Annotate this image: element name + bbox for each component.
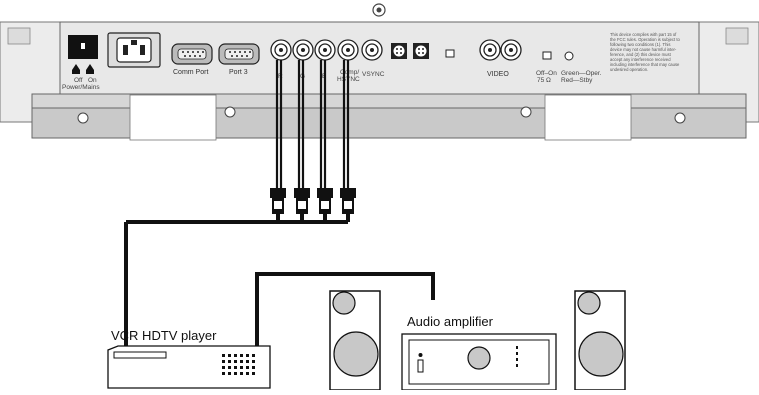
bnc-plug-g (294, 188, 310, 214)
termination-switch-label: Off–On (536, 70, 557, 77)
on-icon (86, 64, 94, 74)
video-in-connector[interactable] (479, 39, 501, 61)
bnc-plug-sync (340, 188, 356, 214)
termination-value-label: 75 Ω (537, 77, 551, 84)
headphone-jack-icon (417, 353, 424, 373)
fcc-line: ference, and (2) this device must (610, 52, 672, 57)
video-cable (124, 214, 350, 346)
power-switch[interactable] (68, 35, 98, 74)
fcc-notice: This device complies with part 15 of the… (610, 32, 680, 72)
comm-port-connector[interactable] (171, 43, 213, 65)
vcr-label: VCR HDTV player (111, 328, 217, 343)
fcc-line: the FCC rules. Operation is subject to (610, 37, 680, 42)
status-led-line2: Red—Stby (561, 77, 593, 84)
amplifier-indicators-icon (516, 346, 518, 367)
bnc-plug-r (270, 188, 286, 214)
fcc-line: following two conditions (1). This (610, 42, 670, 47)
svideo-out[interactable] (413, 43, 429, 59)
bnc-b[interactable] (314, 39, 336, 61)
video-out-connector[interactable] (500, 39, 522, 61)
port3-connector[interactable] (218, 43, 260, 65)
port3-label: Port 3 (229, 69, 248, 76)
rgbs-cable-bundle (275, 60, 350, 190)
comm-port-label: Comm Port (173, 69, 208, 76)
top-rail (40, 3, 720, 23)
mains-socket[interactable] (107, 32, 161, 68)
right-speaker (574, 290, 626, 391)
bnc-r[interactable] (270, 39, 292, 61)
bnc-comp-hsync[interactable] (337, 39, 359, 61)
svideo-termination-switch[interactable] (445, 49, 455, 58)
audio-cable (255, 272, 435, 350)
amplifier-label: Audio amplifier (407, 314, 494, 329)
fcc-line: This device complies with part 15 of (610, 32, 677, 37)
off-icon (72, 64, 80, 74)
power-off-label: Off (74, 77, 83, 84)
volume-knob-icon (467, 346, 491, 370)
status-led-icon (564, 51, 574, 61)
audio-amplifier (401, 333, 557, 391)
mounting-bracket (31, 94, 747, 141)
fcc-line: including interference that may cause (610, 62, 680, 67)
vcr-player (107, 345, 271, 389)
vsync-label: VSYNC (362, 71, 385, 78)
fcc-line: accept any interference received (610, 57, 671, 62)
power-caption: Power/Mains (62, 84, 100, 91)
power-on-label: On (88, 77, 97, 84)
status-led-line1: Green—Oper. (561, 70, 602, 77)
video-label: VIDEO (487, 71, 509, 78)
left-speaker (329, 290, 381, 391)
fcc-line: device may not cause harmful inter- (610, 47, 677, 52)
comp-sync-label: Comp/ (340, 69, 359, 76)
bnc-plug-b (317, 188, 333, 214)
fcc-line: undesired operation. (610, 67, 648, 72)
bnc-g[interactable] (292, 39, 314, 61)
bnc-vsync[interactable] (361, 39, 383, 61)
svideo-in[interactable] (391, 43, 407, 59)
termination-switch[interactable] (542, 51, 552, 60)
vcr-keypad-icon (222, 354, 255, 375)
